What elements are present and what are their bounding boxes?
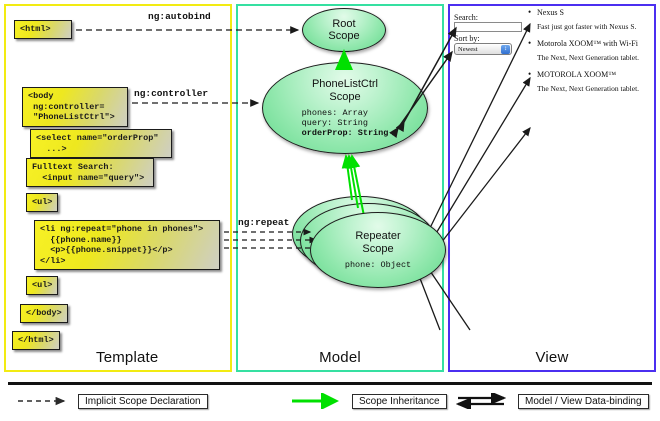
connector-label-repeat: ng:repeat	[238, 217, 290, 228]
phone-snippet: The Next, Next Generation tablet.	[537, 53, 640, 62]
template-box-select: <select name="orderProp" ...>	[30, 129, 172, 158]
list-item: Motorola XOOM™ with Wi-Fi The Next, Next…	[528, 38, 652, 62]
phone-snippet: Fast just got faster with Nexus S.	[537, 22, 637, 31]
phonelistctrl-scope-props: phones: Array query: String orderProp: S…	[302, 108, 389, 138]
template-box-ul-close: <ul>	[26, 276, 58, 295]
repeater-scope-name: Repeater Scope	[355, 230, 401, 255]
legend-item-implicit: Implicit Scope Declaration	[16, 393, 208, 409]
template-box-html-open: <html>	[14, 20, 72, 39]
legend-label-inheritance: Scope Inheritance	[352, 393, 447, 409]
legend-item-inheritance: Scope Inheritance	[290, 392, 447, 410]
phone-snippet: The Next, Next Generation tablet.	[537, 84, 640, 93]
green-arrow-icon	[290, 392, 346, 410]
connector-label-controller: ng:controller	[134, 88, 209, 99]
dashed-arrow-icon	[16, 393, 72, 409]
search-input[interactable]	[454, 22, 522, 32]
phone-name[interactable]: MOTOROLA XOOM™	[528, 69, 652, 79]
search-label: Search:	[454, 13, 478, 22]
template-box-html-close: </html>	[12, 331, 60, 350]
chevron-updown-icon: ↕	[501, 45, 510, 54]
phonelistctrl-scope-name: PhoneListCtrl Scope	[311, 78, 379, 103]
column-label-template: Template	[96, 349, 159, 366]
column-label-model: Model	[319, 349, 361, 366]
list-item: Nexus S Fast just got faster with Nexus …	[528, 7, 652, 31]
scope-prop-phone: phone: Object	[344, 260, 412, 270]
scope-prop-orderprop: orderProp: String	[301, 128, 389, 138]
root-scope: Root Scope	[302, 8, 386, 52]
legend-divider	[8, 382, 652, 385]
phone-list: Nexus S Fast just got faster with Nexus …	[528, 7, 652, 101]
double-arrow-icon	[455, 391, 512, 411]
scope-prop-query: query: String	[301, 118, 368, 128]
legend-label-implicit: Implicit Scope Declaration	[78, 393, 208, 409]
template-box-body-open: <body ng:controller= "PhoneListCtrl">	[22, 87, 128, 127]
column-label-view: View	[535, 349, 569, 366]
repeater-scope-props: phone: Object	[345, 260, 411, 270]
sort-select-value: Newest	[458, 46, 478, 53]
list-item: MOTOROLA XOOM™ The Next, Next Generation…	[528, 69, 652, 93]
legend-label-databinding: Model / View Data-binding	[518, 393, 649, 409]
repeater-scope-front: Repeater Scope phone: Object	[310, 212, 446, 288]
phonelistctrl-scope: PhoneListCtrl Scope phones: Array query:…	[262, 62, 428, 154]
column-model: Model	[236, 4, 444, 372]
template-box-body-close: </body>	[20, 304, 68, 323]
sort-select[interactable]: Newest ↕	[454, 43, 512, 55]
template-box-fulltext: Fulltext Search: <input name="query">	[26, 158, 154, 187]
connector-label-autobind: ng:autobind	[148, 11, 211, 22]
scope-prop-phones: phones: Array	[301, 108, 368, 118]
phone-name[interactable]: Nexus S	[528, 7, 652, 17]
template-box-ul-open: <ul>	[26, 193, 58, 212]
legend-item-databinding: Model / View Data-binding	[455, 391, 649, 411]
sortby-label: Sort by:	[454, 34, 480, 43]
phone-name[interactable]: Motorola XOOM™ with Wi-Fi	[528, 38, 652, 48]
template-box-li-repeat: <li ng:repeat="phone in phones"> {{phone…	[34, 220, 220, 270]
root-scope-name: Root Scope	[328, 17, 360, 43]
